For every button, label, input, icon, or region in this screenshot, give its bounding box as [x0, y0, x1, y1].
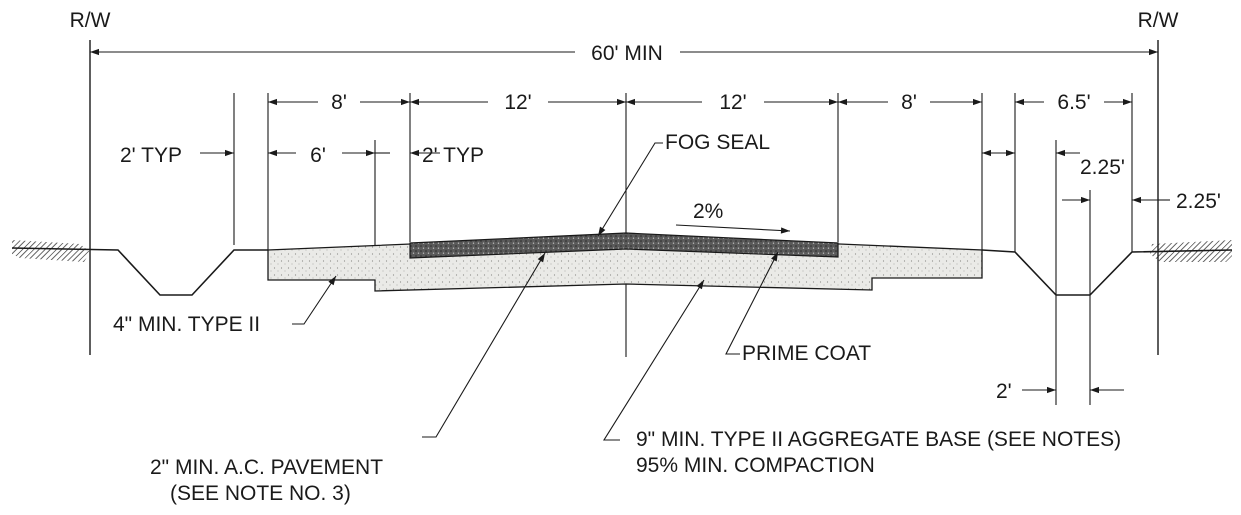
aggregate-base-label-line1: 9" MIN. TYPE II AGGREGATE BASE (SEE NOTE… — [636, 428, 1121, 451]
ground-profile-left — [11, 247, 268, 296]
prime-coat-label: PRIME COAT — [742, 342, 871, 365]
fog-seal-leader — [597, 142, 663, 237]
rw-right-label: R/W — [1138, 9, 1179, 32]
aggregate-base-leader — [603, 279, 705, 441]
ground-profile-right — [981, 249, 1233, 296]
overall-width-label: 60' MIN — [591, 42, 663, 65]
dim-lane-left-label: 12' — [504, 91, 531, 114]
dim-lane-right-label: 12' — [719, 91, 746, 114]
soil-hatch-right — [1150, 240, 1232, 262]
ac-pavement-leader — [422, 252, 546, 438]
cross-slope-label: 2% — [693, 200, 723, 223]
ac-pavement-label-line1: 2" MIN. A.C. PAVEMENT — [150, 456, 383, 479]
type-ii-base-leader — [292, 275, 337, 325]
type-ii-base-label: 4" MIN. TYPE II — [113, 313, 260, 336]
dim-shoulder-right-label: 8' — [901, 91, 917, 114]
ac-pavement-label-line2: (SEE NOTE NO. 3) — [170, 482, 351, 505]
dim-shoulder-left-label: 8' — [331, 91, 347, 114]
dim-ditch-half-label: 2.25' — [1080, 156, 1125, 179]
dim-ditch-top-label: 6.5' — [1057, 91, 1090, 114]
cross-slope-arrow — [675, 224, 791, 234]
soil-hatch-left — [12, 240, 90, 262]
rw-left-label: R/W — [70, 9, 111, 32]
dim-typ-left-label: 2' TYP — [120, 144, 182, 167]
ac-pavement-layer — [409, 232, 839, 259]
dim-typ-mid-label: 2' TYP — [422, 144, 484, 167]
dim-six-label: 6' — [310, 144, 326, 167]
fog-seal-label: FOG SEAL — [665, 131, 770, 154]
dim-ditch-edge-label: 2.25' — [1176, 190, 1221, 213]
prime-coat-leader — [725, 251, 779, 355]
dim-ditch-bottom-label: 2' — [996, 380, 1012, 403]
aggregate-base-label-line2: 95% MIN. COMPACTION — [636, 454, 875, 477]
